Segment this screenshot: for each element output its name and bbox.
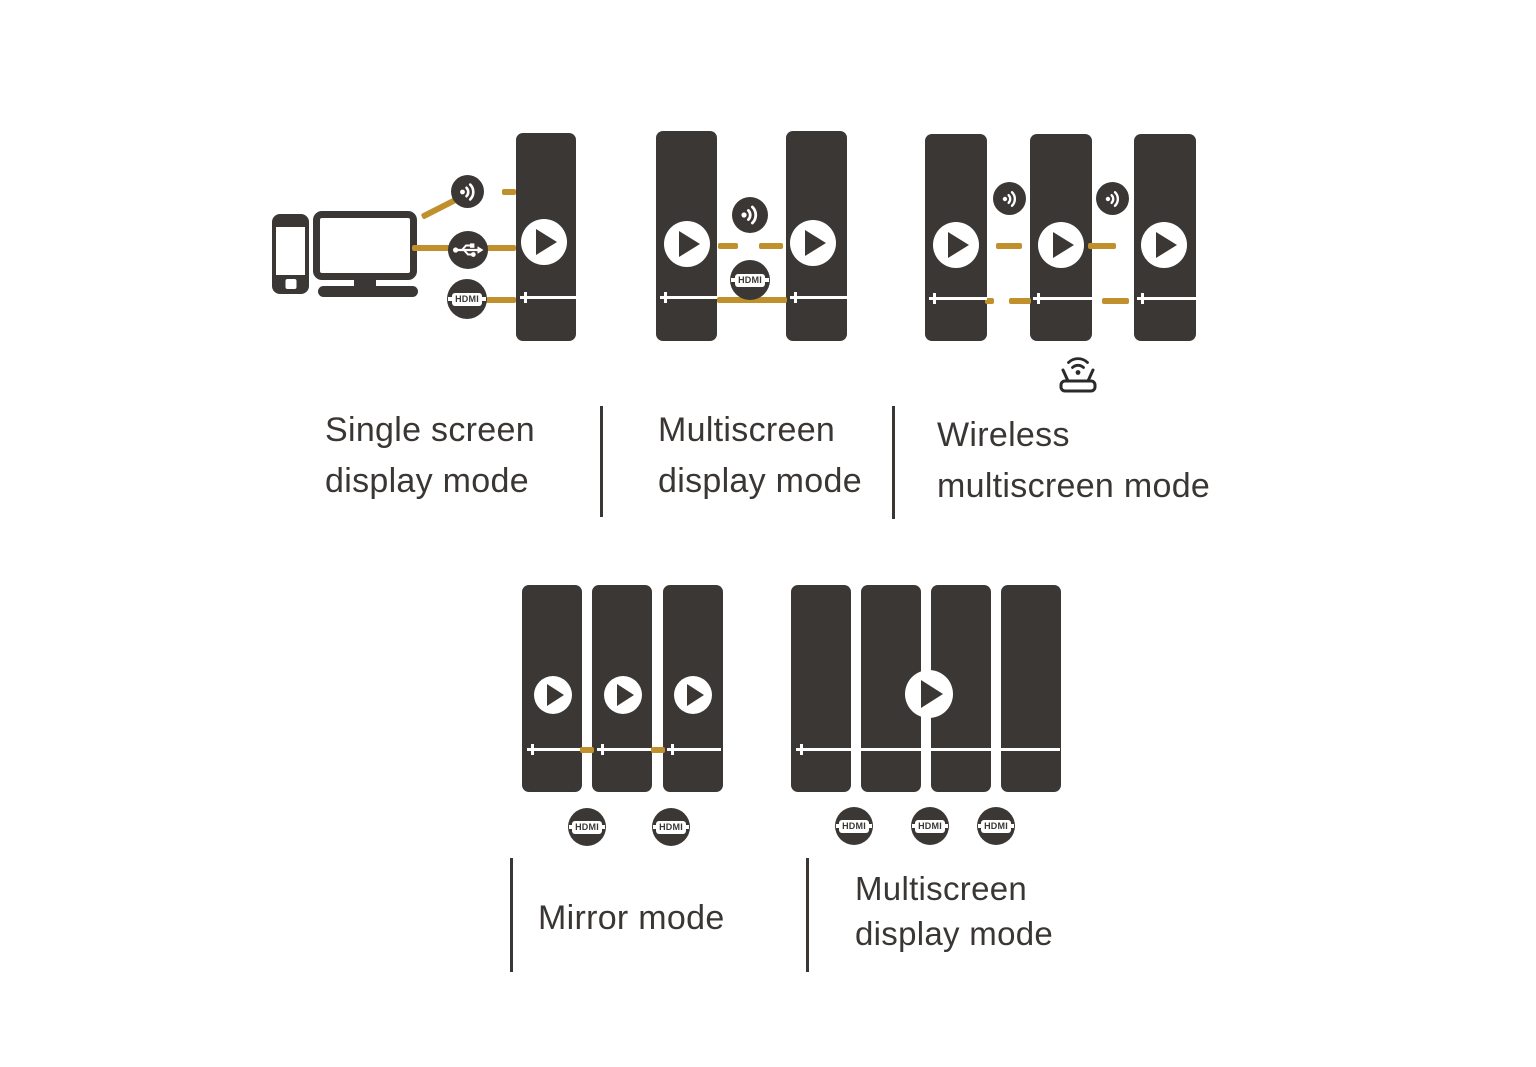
play-icon <box>674 676 712 714</box>
router-glyph <box>1059 357 1097 393</box>
hdmi-label: HDMI <box>981 819 1011 833</box>
wifi-waves <box>459 182 475 201</box>
hdmi-icon: HDMI <box>911 807 949 845</box>
label-divider <box>806 858 809 972</box>
progress-cursor <box>664 292 667 303</box>
progress-bar <box>667 748 721 751</box>
phone-home-button <box>285 279 296 289</box>
progress-cursor <box>1037 293 1040 304</box>
wifi-waves <box>1105 190 1119 207</box>
wifi-signal-icon <box>1096 182 1129 215</box>
wifi-signal-icon <box>993 182 1026 215</box>
label-line: display mode <box>855 915 1054 952</box>
hdmi-link-line <box>717 297 787 303</box>
wireless-link-dash <box>718 243 738 249</box>
wireless-link-dash <box>759 243 783 249</box>
mode-label-multiscreen-bottom: Multiscreen display mode <box>855 866 1053 956</box>
progress-bar <box>597 748 652 751</box>
usb-icon <box>448 231 488 269</box>
label-line: Wireless <box>937 416 1070 454</box>
hdmi-label: HDMI <box>735 273 765 287</box>
wifi-waves <box>1002 190 1016 207</box>
screen-panel <box>1001 585 1061 792</box>
hdmi-link-dash <box>580 747 594 753</box>
mode-label-wireless-multiscreen: Wireless multiscreen mode <box>937 410 1210 512</box>
progress-bar <box>527 748 582 751</box>
play-icon <box>521 219 567 265</box>
wifi-signal-icon <box>451 175 484 208</box>
wireless-link-dash <box>1009 298 1031 304</box>
hdmi-label: HDMI <box>572 820 602 834</box>
hdmi-icon: HDMI <box>835 807 873 845</box>
hdmi-icon: HDMI <box>977 807 1015 845</box>
connector-dash-wireless <box>502 189 516 195</box>
screen-panel <box>791 585 851 792</box>
progress-cursor <box>794 292 797 303</box>
label-line: multiscreen mode <box>937 467 1211 505</box>
label-line: display mode <box>658 462 862 500</box>
label-line: Multiscreen <box>658 411 836 449</box>
progress-cursor <box>800 744 803 755</box>
play-icon <box>905 670 953 718</box>
hdmi-icon: HDMI <box>730 260 770 300</box>
play-icon <box>1038 222 1084 268</box>
play-icon <box>790 220 836 266</box>
mode-label-single-screen: Single screen display mode <box>325 405 535 507</box>
hdmi-icon: HDMI <box>447 279 487 319</box>
connector-line-hdmi <box>486 297 516 303</box>
wifi-signal-icon <box>732 197 768 233</box>
wireless-link-dash <box>1088 243 1116 249</box>
play-icon <box>604 676 642 714</box>
smartphone-icon <box>272 214 309 294</box>
play-icon <box>933 222 979 268</box>
progress-bar <box>1033 297 1092 300</box>
progress-bar <box>1137 297 1196 300</box>
progress-cursor <box>531 744 534 755</box>
laptop-base <box>318 286 418 297</box>
progress-bar <box>796 748 1060 751</box>
label-divider <box>892 406 895 519</box>
label-line: Mirror mode <box>538 899 725 937</box>
progress-cursor <box>524 292 527 303</box>
progress-cursor <box>671 744 674 755</box>
label-line: Multiscreen <box>855 870 1028 907</box>
label-divider <box>510 858 513 972</box>
wifi-waves <box>741 205 758 225</box>
laptop-screen <box>313 211 417 280</box>
progress-cursor <box>1141 293 1144 304</box>
label-line: display mode <box>325 462 529 500</box>
play-icon <box>534 676 572 714</box>
progress-bar <box>790 296 847 299</box>
hdmi-link-dash <box>651 747 665 753</box>
label-divider <box>600 406 603 517</box>
phone-screen <box>276 227 305 275</box>
play-icon <box>664 221 710 267</box>
wifi-router-icon <box>1055 353 1101 404</box>
progress-bar <box>929 297 987 300</box>
mode-label-mirror: Mirror mode <box>538 893 725 944</box>
laptop-stand <box>354 277 376 287</box>
usb-trident <box>453 243 484 257</box>
hdmi-label: HDMI <box>915 819 945 833</box>
progress-cursor <box>601 744 604 755</box>
wireless-link-dash <box>996 243 1022 249</box>
hdmi-label: HDMI <box>656 820 686 834</box>
mode-label-multiscreen-top: Multiscreen display mode <box>658 405 862 507</box>
wireless-link-dash <box>985 298 994 304</box>
hdmi-icon: HDMI <box>652 808 690 846</box>
hdmi-label: HDMI <box>839 819 869 833</box>
progress-bar <box>660 296 717 299</box>
hdmi-label: HDMI <box>452 292 482 306</box>
wireless-link-dash <box>1102 298 1129 304</box>
hdmi-icon: HDMI <box>568 808 606 846</box>
progress-cursor <box>933 293 936 304</box>
progress-bar <box>520 296 576 299</box>
play-icon <box>1141 222 1187 268</box>
label-line: Single screen <box>325 411 535 449</box>
